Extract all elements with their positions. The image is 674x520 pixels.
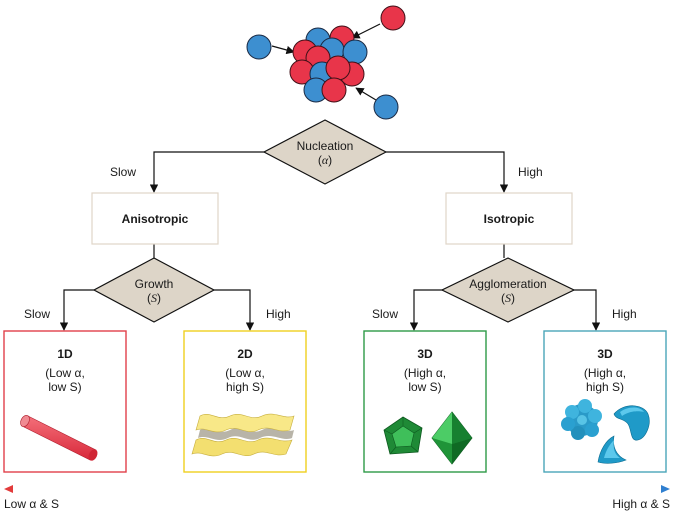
blue-shard-particle-icon	[597, 435, 627, 464]
branch-high-top: High	[518, 165, 543, 179]
anisotropic-label: Anisotropic	[122, 212, 189, 226]
nucleation-decision: Nucleation (α)	[262, 119, 388, 185]
outcome-line2: low S)	[48, 380, 81, 394]
red-rod-icon	[20, 415, 98, 461]
blue-flower-particle-icon	[561, 399, 602, 440]
branch-slow-right: Slow	[372, 307, 398, 321]
branch-high-right: High	[612, 307, 637, 321]
outcome-line2: high S)	[586, 380, 624, 394]
outcome-title: 3D	[417, 347, 433, 361]
outcome-box-2d: 2D (Low α, high S)	[183, 330, 307, 473]
outcome-title: 3D	[597, 347, 613, 361]
agglomeration-label: Agglomeration	[469, 277, 546, 291]
green-octahedron-icon	[431, 411, 473, 465]
branch-slow-left: Slow	[24, 307, 50, 321]
outcome-title: 2D	[237, 347, 253, 361]
anisotropic-box: Anisotropic	[91, 192, 219, 245]
green-dodecahedron-icon	[383, 416, 423, 455]
outcome-line1: (Low α,	[225, 366, 265, 380]
atom-cluster-illustration	[246, 5, 406, 120]
yellow-sheets-icon	[191, 413, 295, 457]
branch-slow-top: Slow	[110, 165, 136, 179]
outcome-line2: high S)	[226, 380, 264, 394]
growth-decision: Growth (S)	[92, 257, 216, 323]
outcome-line1: (High α,	[404, 366, 446, 380]
nucleation-symbol: (α)	[318, 153, 332, 167]
outcome-box-3d-low: 3D (High α, low S)	[363, 330, 487, 473]
isotropic-box: Isotropic	[445, 192, 573, 245]
growth-symbol: (S)	[147, 291, 161, 305]
agglomeration-decision: Agglomeration (S)	[440, 257, 576, 323]
outcome-line2: low S)	[408, 380, 441, 394]
scale-low-label: Low α & S	[4, 497, 59, 511]
nucleation-label: Nucleation	[297, 139, 354, 153]
outcome-box-1d: 1D (Low α, low S)	[3, 330, 127, 473]
alpha-s-scale: Low α & S High α & S	[4, 485, 670, 511]
isotropic-label: Isotropic	[484, 212, 535, 226]
outcome-line1: (Low α,	[45, 366, 85, 380]
outcome-title: 1D	[57, 347, 73, 361]
scale-high-label: High α & S	[612, 497, 670, 511]
outcome-line1: (High α,	[584, 366, 626, 380]
agglomeration-symbol: (S)	[501, 291, 515, 305]
outcome-box-3d-high: 3D (High α, high S)	[543, 330, 667, 473]
blue-hook-particle-icon	[613, 405, 650, 441]
branch-high-left: High	[266, 307, 291, 321]
growth-label: Growth	[135, 277, 174, 291]
